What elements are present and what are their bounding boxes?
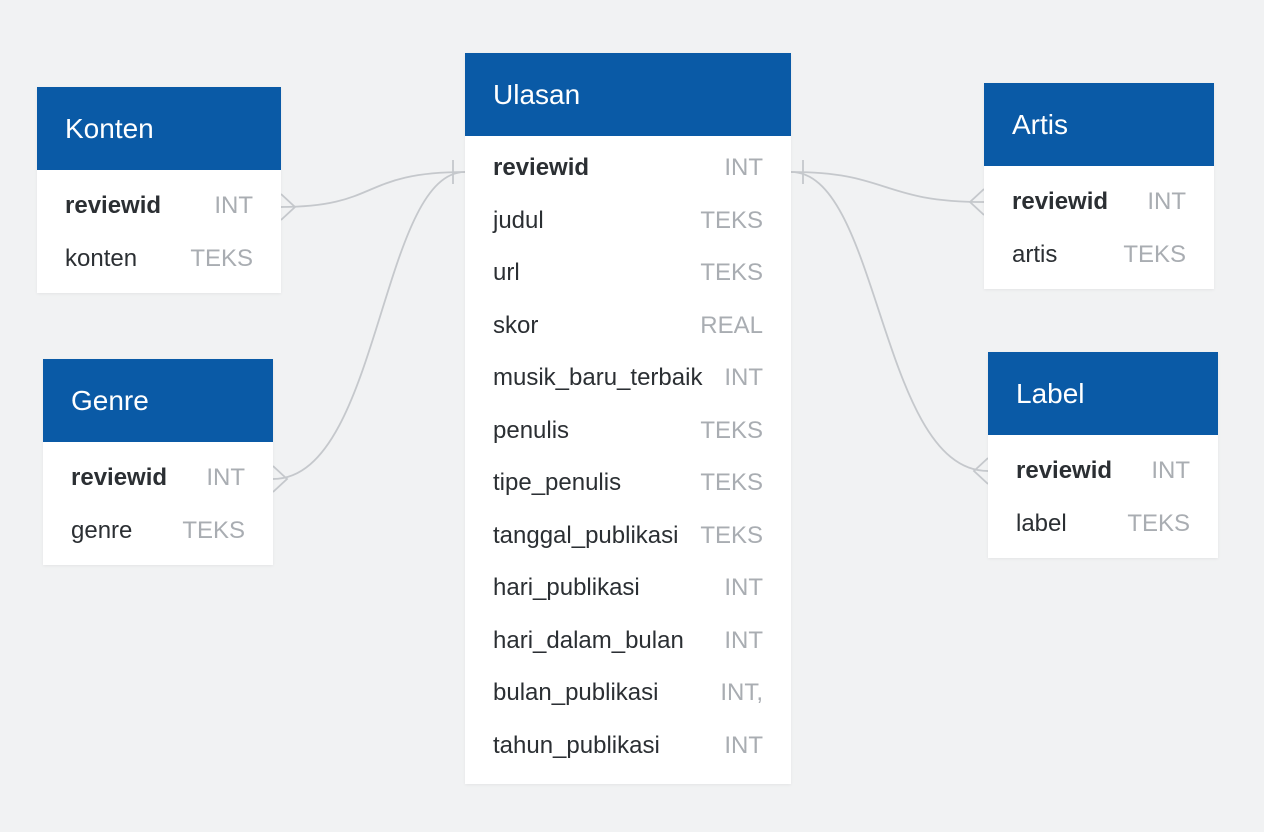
column-row[interactable]: reviewid INT: [465, 142, 791, 195]
table-header-genre: Genre: [43, 359, 273, 442]
column-row[interactable]: url TEKS: [465, 247, 791, 300]
column-name: konten: [65, 244, 138, 272]
table-artis[interactable]: Artis reviewid INT artis TEKS: [984, 83, 1214, 289]
column-name: tanggal_publikasi: [493, 521, 679, 549]
column-row[interactable]: reviewid INT: [984, 175, 1214, 228]
column-row[interactable]: konten TEKS: [37, 232, 281, 285]
column-row[interactable]: tanggal_publikasi TEKS: [465, 510, 791, 563]
column-name: label: [1016, 509, 1067, 537]
relationship-ulasan-artis: [790, 171, 985, 203]
column-type: TEKS: [1123, 240, 1186, 268]
column-row[interactable]: label TEKS: [988, 497, 1218, 550]
crowsfoot-artis-icon: [968, 188, 985, 216]
column-type: INT: [1147, 187, 1186, 215]
column-name: musik_baru_terbaik: [493, 364, 703, 392]
column-row[interactable]: skor REAL: [465, 300, 791, 353]
column-type: INT: [724, 731, 763, 759]
column-row[interactable]: reviewid INT: [37, 179, 281, 232]
column-type: INT: [724, 626, 763, 654]
column-name: hari_dalam_bulan: [493, 626, 684, 654]
column-type: INT,: [720, 679, 763, 707]
column-name: reviewid: [1012, 187, 1109, 215]
column-type: INT: [214, 191, 253, 219]
column-row[interactable]: tipe_penulis TEKS: [465, 457, 791, 510]
table-ulasan[interactable]: Ulasan reviewid INT judul TEKS url TEKS …: [465, 53, 791, 784]
column-row[interactable]: penulis TEKS: [465, 405, 791, 458]
crowsfoot-label-icon: [972, 457, 989, 485]
table-konten[interactable]: Konten reviewid INT konten TEKS: [37, 87, 281, 293]
column-name: genre: [71, 516, 133, 544]
column-name: hari_publikasi: [493, 574, 640, 602]
column-name: reviewid: [1016, 456, 1113, 484]
column-name: tipe_penulis: [493, 469, 622, 497]
column-type: INT: [1151, 456, 1190, 484]
column-row[interactable]: hari_publikasi INT: [465, 562, 791, 615]
crowsfoot-konten-icon: [280, 193, 297, 221]
column-row[interactable]: reviewid INT: [43, 451, 273, 504]
column-type: TEKS: [700, 206, 763, 234]
column-name: judul: [493, 206, 544, 234]
column-type: REAL: [700, 311, 763, 339]
column-name: reviewid: [65, 191, 162, 219]
table-label[interactable]: Label reviewid INT label TEKS: [988, 352, 1218, 558]
column-type: INT: [724, 364, 763, 392]
crowsfoot-genre-icon: [272, 465, 289, 493]
column-type: TEKS: [190, 244, 253, 272]
table-header-konten: Konten: [37, 87, 281, 170]
column-row[interactable]: bulan_publikasi INT,: [465, 667, 791, 720]
table-genre[interactable]: Genre reviewid INT genre TEKS: [43, 359, 273, 565]
column-name: url: [493, 259, 520, 287]
table-header-artis: Artis: [984, 83, 1214, 166]
column-name: artis: [1012, 240, 1058, 268]
column-name: penulis: [493, 416, 570, 444]
column-row[interactable]: reviewid INT: [988, 444, 1218, 497]
column-name: reviewid: [71, 463, 168, 491]
column-name: reviewid: [493, 154, 590, 182]
table-header-label: Label: [988, 352, 1218, 435]
column-type: INT: [724, 574, 763, 602]
column-type: TEKS: [700, 259, 763, 287]
column-type: TEKS: [700, 521, 763, 549]
column-type: INT: [724, 154, 763, 182]
column-type: INT: [206, 463, 245, 491]
relationship-ulasan-genre: [272, 171, 466, 480]
column-row[interactable]: genre TEKS: [43, 504, 273, 557]
column-row[interactable]: hari_dalam_bulan INT: [465, 615, 791, 668]
column-name: tahun_publikasi: [493, 731, 660, 759]
column-type: TEKS: [700, 469, 763, 497]
relationship-ulasan-label: [790, 171, 989, 472]
column-type: TEKS: [700, 416, 763, 444]
column-row[interactable]: artis TEKS: [984, 228, 1214, 281]
column-type: TEKS: [182, 516, 245, 544]
column-row[interactable]: judul TEKS: [465, 195, 791, 248]
relationship-ulasan-konten: [280, 171, 466, 208]
column-type: TEKS: [1127, 509, 1190, 537]
column-row[interactable]: musik_baru_terbaik INT: [465, 352, 791, 405]
column-name: bulan_publikasi: [493, 679, 659, 707]
column-row[interactable]: tahun_publikasi INT: [465, 720, 791, 773]
column-name: skor: [493, 311, 539, 339]
table-header-ulasan: Ulasan: [465, 53, 791, 136]
